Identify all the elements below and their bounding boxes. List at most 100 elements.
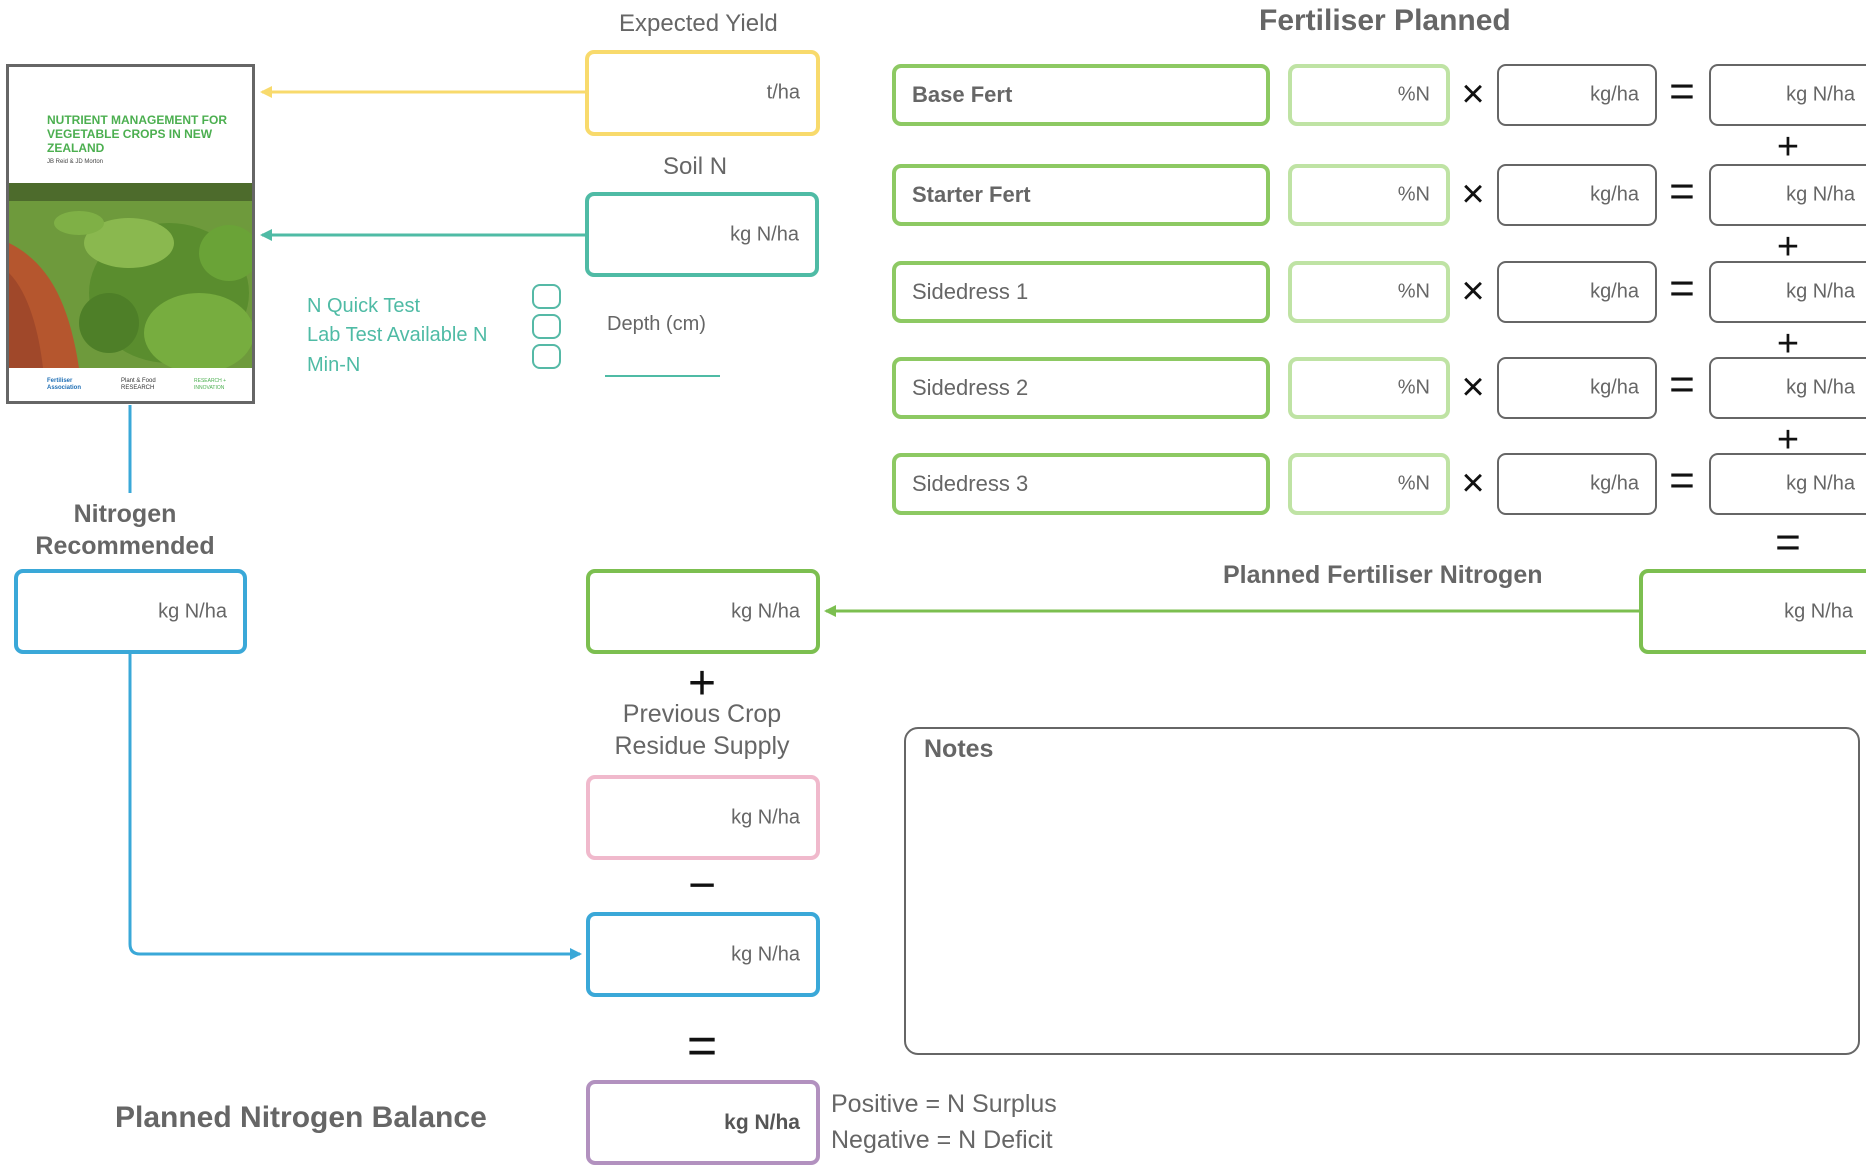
- fert-name-label: Sidedress 1: [912, 279, 1029, 304]
- fertiliser-association-logo: Fertiliser Association: [47, 378, 82, 391]
- fert-rate-sidedress-1[interactable]: kg/ha: [1497, 261, 1657, 323]
- planned-fertiliser-nitrogen-unit: kg N/ha: [1784, 600, 1853, 622]
- plus-operator: +: [687, 657, 717, 710]
- fert-n-total-sidedress-3[interactable]: kg N/ha: [1709, 453, 1866, 515]
- fertiliser-nitrogen-total-input[interactable]: kg N/ha: [586, 569, 820, 654]
- plus-operator: +: [1776, 126, 1800, 168]
- depth-label: Depth (cm): [607, 313, 706, 335]
- kg-ha-unit: kg/ha: [1590, 280, 1639, 303]
- planned-nitrogen-balance-unit: kg N/ha: [724, 1110, 800, 1134]
- pct-n-unit: %N: [1397, 376, 1430, 399]
- expected-yield-label: Expected Yield: [619, 10, 778, 37]
- equals-operator: =: [1669, 360, 1695, 409]
- positive-note: Positive = N Surplus: [831, 1090, 1057, 1118]
- kg-ha-unit: kg/ha: [1590, 472, 1639, 495]
- fert-pct-n-sidedress-3[interactable]: %N: [1288, 453, 1450, 515]
- fert-name-label: Starter Fert: [912, 182, 1031, 207]
- recommended-subtract-unit: kg N/ha: [731, 943, 800, 965]
- fert-rate-sidedress-3[interactable]: kg/ha: [1497, 453, 1657, 515]
- soil-n-label: Soil N: [663, 153, 728, 180]
- previous-crop-unit: kg N/ha: [731, 806, 800, 828]
- fert-pct-n-sidedress-1[interactable]: %N: [1288, 261, 1450, 323]
- expected-yield-unit: t/ha: [766, 81, 800, 104]
- planned-fertiliser-nitrogen-label: Planned Fertiliser Nitrogen: [1223, 561, 1543, 589]
- minus-operator: −: [687, 859, 717, 912]
- times-operator: ×: [1461, 365, 1485, 409]
- notes-area[interactable]: Notes: [904, 727, 1860, 1055]
- plant-food-research-logo: Plant & Food RESEARCH: [121, 378, 156, 391]
- fert-name-sidedress-2[interactable]: Sidedress 2: [892, 357, 1270, 419]
- equals-operator: =: [1669, 456, 1695, 505]
- previous-crop-label: Previous Crop Residue Supply: [614, 700, 790, 760]
- times-operator: ×: [1461, 172, 1485, 216]
- pct-n-unit: %N: [1397, 83, 1430, 106]
- expected-yield-input[interactable]: t/ha: [585, 50, 820, 136]
- kg-n-ha-unit: kg N/ha: [1786, 280, 1855, 303]
- pct-n-unit: %N: [1397, 472, 1430, 495]
- equals-operator: =: [686, 1017, 718, 1075]
- fert-n-total-base-fert[interactable]: kg N/ha: [1709, 64, 1866, 126]
- plus-operator: +: [1776, 226, 1800, 268]
- nitrogen-recommended-label: Nitrogen Recommended: [35, 500, 215, 560]
- lab-test-checkbox[interactable]: [532, 314, 561, 339]
- fert-n-total-sidedress-1[interactable]: kg N/ha: [1709, 261, 1866, 323]
- fert-name-starter-fert[interactable]: Starter Fert: [892, 164, 1270, 226]
- fert-name-label: Sidedress 2: [912, 375, 1029, 400]
- equals-operator: =: [1775, 518, 1801, 567]
- times-operator: ×: [1461, 461, 1485, 505]
- negative-note: Negative = N Deficit: [831, 1126, 1053, 1154]
- kg-ha-unit: kg/ha: [1590, 376, 1639, 399]
- fert-rate-sidedress-2[interactable]: kg/ha: [1497, 357, 1657, 419]
- plus-operator: +: [1776, 323, 1800, 365]
- previous-crop-input[interactable]: kg N/ha: [586, 775, 820, 860]
- recommended-arrow: [128, 652, 582, 960]
- fert-pct-n-starter-fert[interactable]: %N: [1288, 164, 1450, 226]
- kg-n-ha-unit: kg N/ha: [1786, 376, 1855, 399]
- notes-label: Notes: [924, 735, 994, 763]
- pct-n-unit: %N: [1397, 183, 1430, 206]
- pct-n-unit: %N: [1397, 280, 1430, 303]
- n-quick-test-checkbox[interactable]: [532, 284, 561, 309]
- kg-n-ha-unit: kg N/ha: [1786, 472, 1855, 495]
- min-n-checkbox[interactable]: [532, 344, 561, 369]
- fert-name-sidedress-3[interactable]: Sidedress 3: [892, 453, 1270, 515]
- fertiliser-nitrogen-total-unit: kg N/ha: [731, 600, 800, 622]
- fert-rate-starter-fert[interactable]: kg/ha: [1497, 164, 1657, 226]
- guide-book-cover: NUTRIENT MANAGEMENT FOR VEGETABLE CROPS …: [6, 64, 255, 404]
- times-operator: ×: [1461, 269, 1485, 313]
- nitrogen-recommended-input[interactable]: kg N/ha: [14, 569, 247, 654]
- times-operator: ×: [1461, 72, 1485, 116]
- recommended-subtract-input[interactable]: kg N/ha: [586, 912, 820, 997]
- kg-n-ha-unit: kg N/ha: [1786, 183, 1855, 206]
- fert-name-base-fert[interactable]: Base Fert: [892, 64, 1270, 126]
- kg-ha-unit: kg/ha: [1590, 83, 1639, 106]
- fertiliser-planned-title: Fertiliser Planned: [1259, 4, 1511, 37]
- planned-fertiliser-nitrogen-input[interactable]: kg N/ha: [1639, 569, 1866, 654]
- depth-input[interactable]: [605, 340, 720, 374]
- plus-operator: +: [1776, 419, 1800, 461]
- fert-n-total-sidedress-2[interactable]: kg N/ha: [1709, 357, 1866, 419]
- fert-pct-n-base-fert[interactable]: %N: [1288, 64, 1450, 126]
- book-title: NUTRIENT MANAGEMENT FOR VEGETABLE CROPS …: [47, 113, 227, 155]
- soil-n-unit: kg N/ha: [730, 223, 799, 245]
- vegetable-field-photo: [9, 183, 252, 368]
- soil-n-input[interactable]: kg N/ha: [585, 192, 819, 277]
- equals-operator: =: [1669, 67, 1695, 116]
- n-quick-test-label: N Quick Test: [307, 295, 420, 317]
- fert-name-label: Base Fert: [912, 82, 1013, 107]
- fert-n-total-starter-fert[interactable]: kg N/ha: [1709, 164, 1866, 226]
- planned-nitrogen-balance-label: Planned Nitrogen Balance: [115, 1101, 487, 1134]
- kg-n-ha-unit: kg N/ha: [1786, 83, 1855, 106]
- min-n-label: Min-N: [307, 354, 361, 376]
- fert-name-sidedress-1[interactable]: Sidedress 1: [892, 261, 1270, 323]
- fert-pct-n-sidedress-2[interactable]: %N: [1288, 357, 1450, 419]
- kg-ha-unit: kg/ha: [1590, 183, 1639, 206]
- lab-test-label: Lab Test Available N: [307, 324, 488, 346]
- nitrogen-recommended-unit: kg N/ha: [158, 600, 227, 622]
- equals-operator: =: [1669, 167, 1695, 216]
- fert-rate-base-fert[interactable]: kg/ha: [1497, 64, 1657, 126]
- fert-name-label: Sidedress 3: [912, 471, 1029, 496]
- research-innovation-logo: RESEARCH + INNOVATION: [194, 378, 227, 391]
- planned-nitrogen-balance-input[interactable]: kg N/ha: [586, 1080, 820, 1165]
